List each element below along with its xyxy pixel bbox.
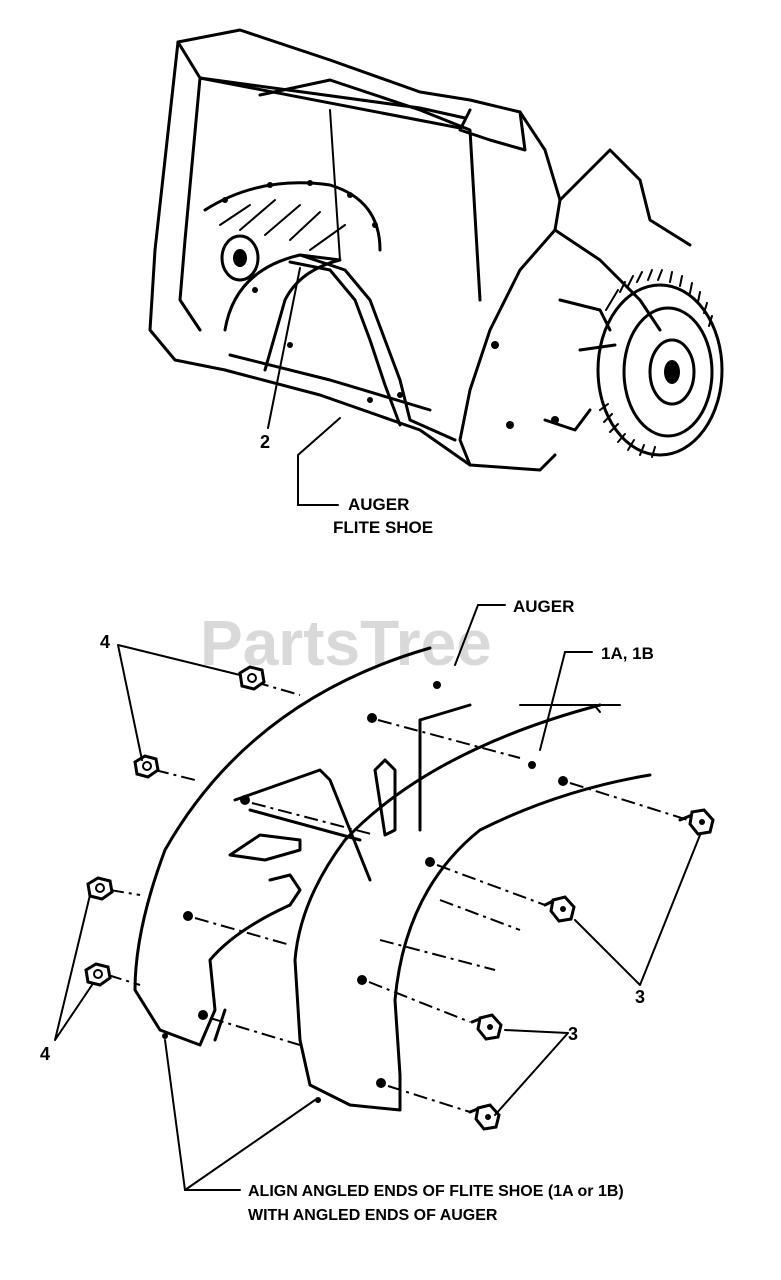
alignment-lines bbox=[107, 681, 689, 1113]
label-part-4-top: 4 bbox=[100, 632, 110, 652]
label-part-4-bottom: 4 bbox=[40, 1044, 50, 1064]
label-part-2: 2 bbox=[260, 432, 270, 452]
note-align-line1: ALIGN ANGLED ENDS OF FLITE SHOE (1A or 1… bbox=[248, 1183, 624, 1200]
note-align-line2: WITH ANGLED ENDS OF AUGER bbox=[248, 1207, 498, 1224]
label-part-3-upper: 3 bbox=[635, 987, 645, 1007]
label-part-1a-1b: 1A, 1B bbox=[601, 644, 654, 663]
snow-thrower-housing bbox=[148, 28, 724, 472]
label-part-3-lower: 3 bbox=[568, 1024, 578, 1044]
label-auger: AUGER bbox=[513, 597, 574, 616]
nuts-part-4 bbox=[84, 665, 266, 987]
flite-shoe bbox=[293, 703, 652, 1112]
bolts-part-3 bbox=[468, 808, 715, 1131]
label-auger-flite-shoe-line1: AUGER bbox=[348, 495, 409, 514]
auger-blade bbox=[133, 646, 472, 1047]
label-auger-flite-shoe-line2: FLITE SHOE bbox=[333, 518, 433, 537]
partstree-watermark: PartsTree bbox=[200, 607, 492, 679]
